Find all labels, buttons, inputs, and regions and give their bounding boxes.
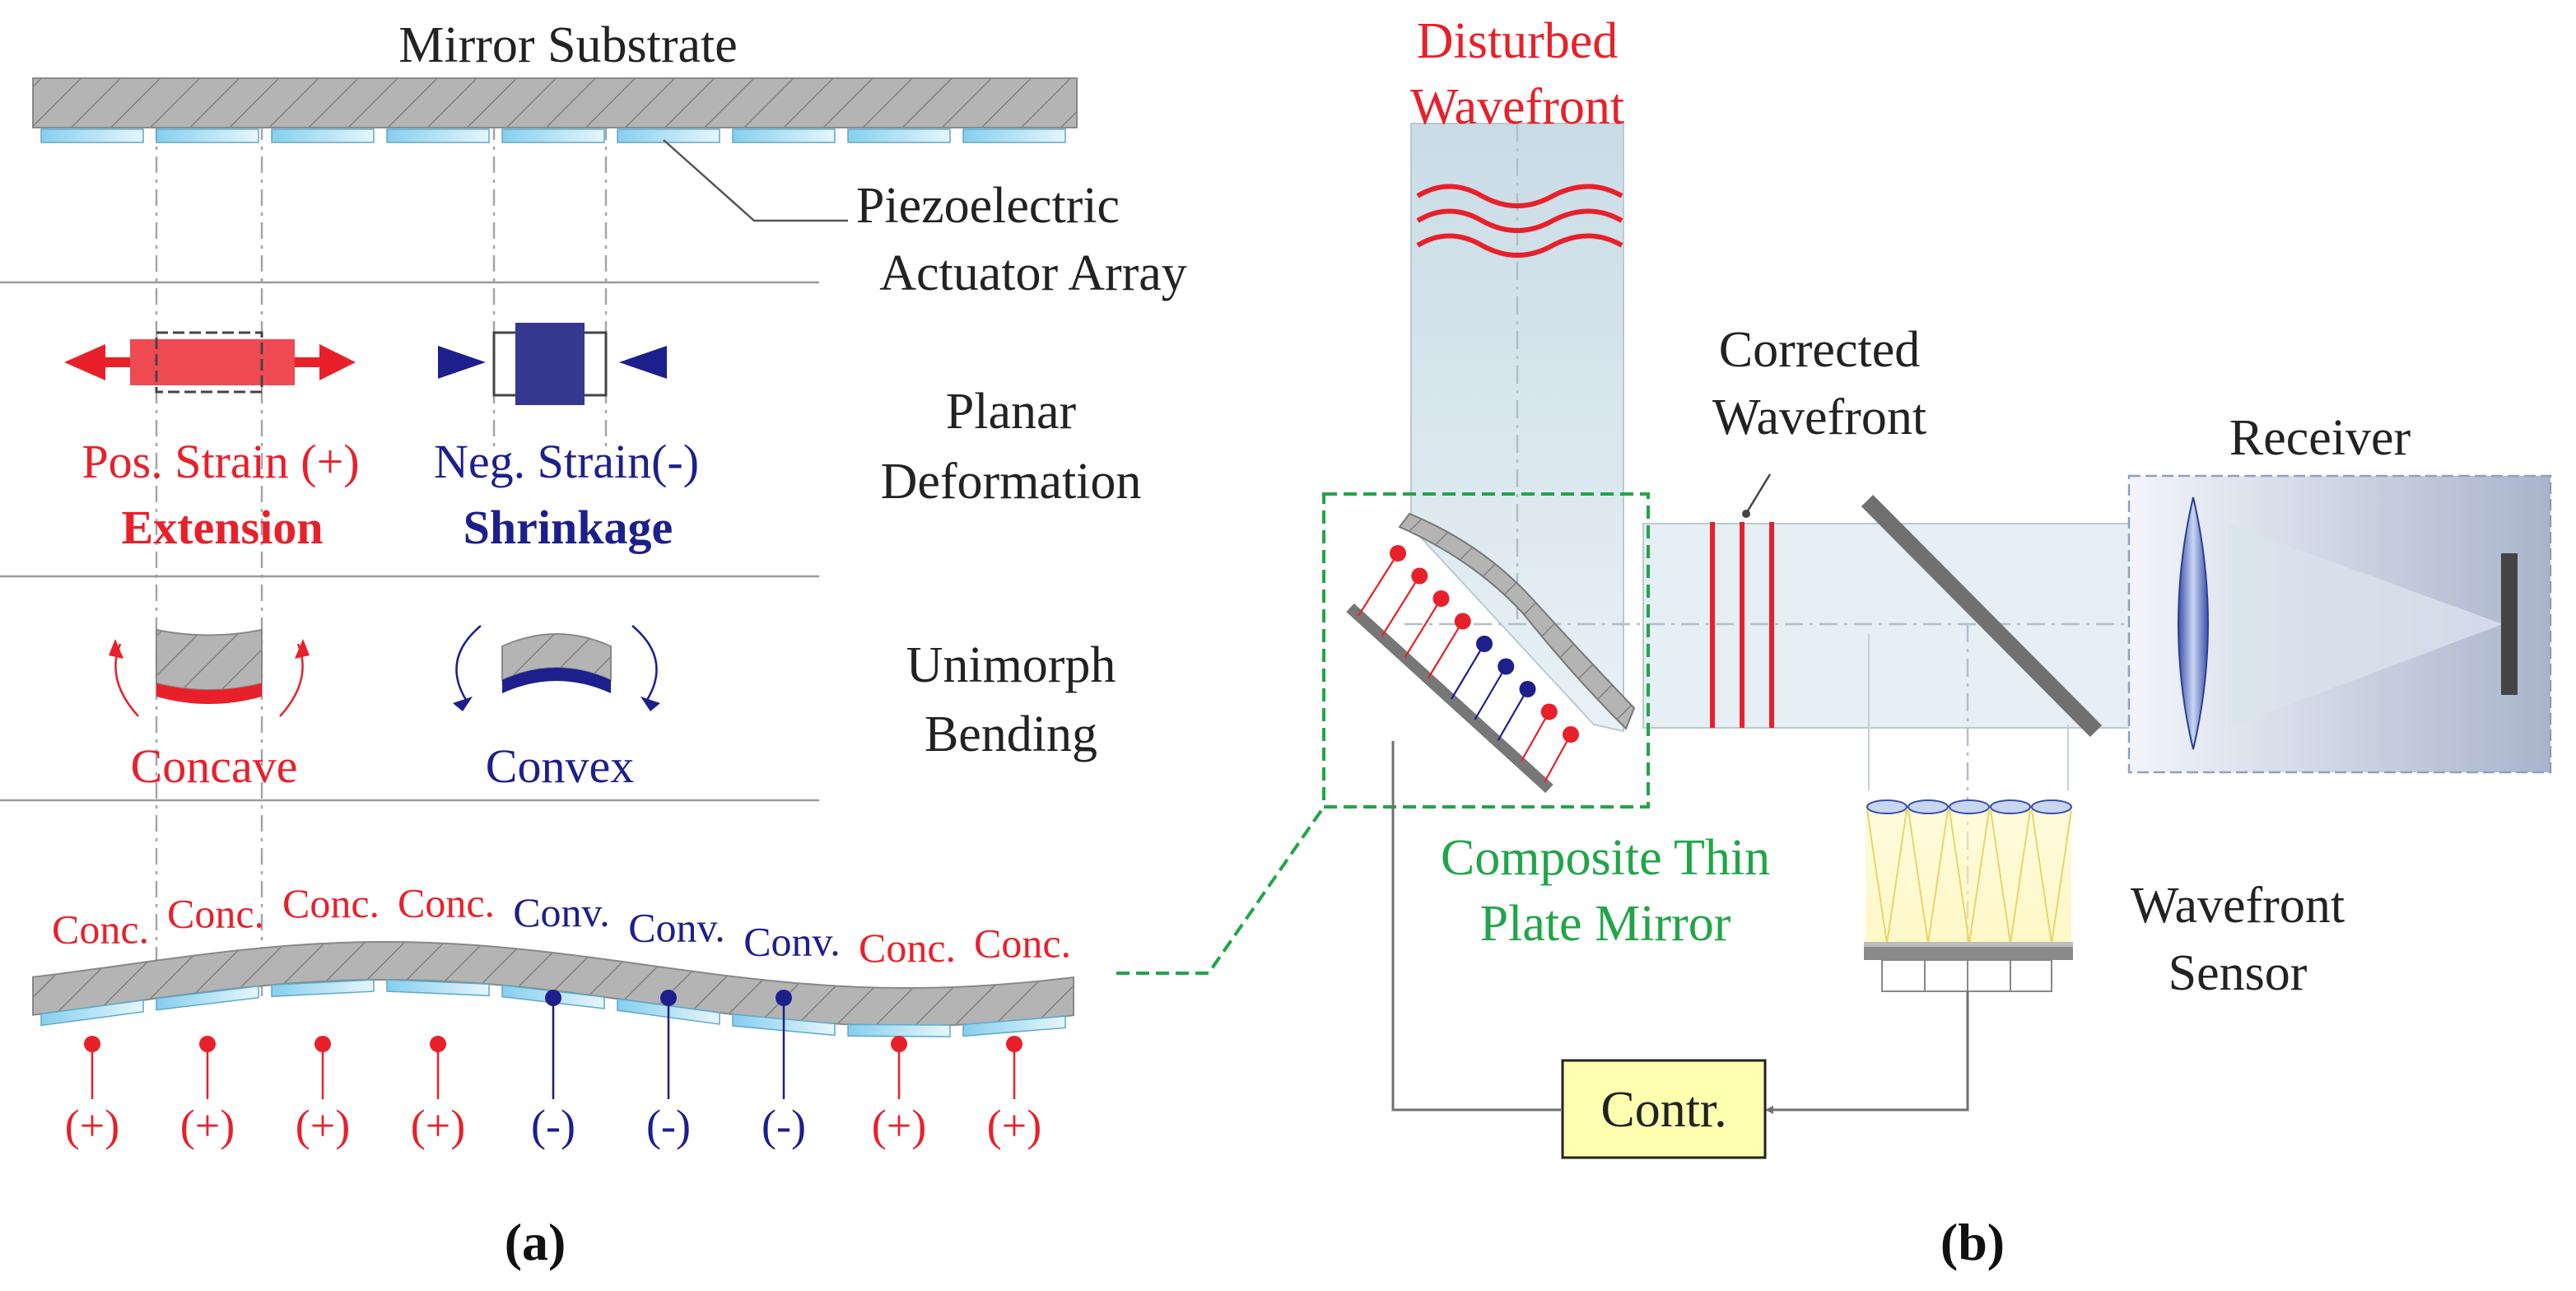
controller-label: Contr.	[1600, 1082, 1726, 1138]
bend-label: Conc.	[167, 891, 264, 937]
actuator-pad	[386, 128, 490, 143]
polarity-sign: (+)	[872, 1101, 926, 1150]
bend-label: Conc.	[859, 925, 956, 971]
actuator-pad	[617, 128, 720, 143]
actuator-pad	[962, 128, 1066, 143]
deformed-actuator-pad	[271, 979, 375, 998]
pos-strain-label: Pos. Strain (+)	[82, 435, 359, 488]
zoom-connector-line	[1116, 805, 1325, 975]
actuator-pad	[732, 128, 836, 143]
sensor-to-controller-line	[1765, 991, 1969, 1114]
bend-label: Conc.	[398, 879, 495, 925]
composite-label-line1: Composite Thin	[1441, 830, 1770, 886]
shrinkage-illustration	[438, 323, 667, 405]
mirror-substrate	[32, 77, 1078, 128]
planar-label-line1: Planar	[946, 384, 1077, 440]
corrected-leader-dot	[1742, 510, 1750, 518]
deformable-mirror	[1346, 512, 1636, 794]
receiver-focus-cone	[2228, 524, 2503, 728]
sensor-label-line2: Sensor	[2168, 945, 2308, 1001]
panel-b: Disturbed Wavefront Corrected Wavefront …	[1116, 13, 2552, 1271]
polarity-sign: (-)	[762, 1101, 806, 1150]
panel-a: Mirror Substrate Piezoelectric Actuator …	[0, 17, 1187, 1271]
piezo-leader-line	[663, 139, 848, 222]
corrected-label-line2: Wavefront	[1712, 389, 1926, 445]
dm-electrode-pins	[1358, 545, 1579, 783]
actuator-array	[40, 128, 1066, 143]
actuator-pad	[271, 128, 375, 143]
deformed-actuator-pad	[847, 1023, 951, 1037]
corrected-wavefront-lines	[1710, 522, 1774, 728]
receiver-detector	[2501, 553, 2518, 695]
polarity-sign: (+)	[296, 1101, 350, 1150]
actuator-pad	[847, 128, 951, 143]
beam-splitter	[1861, 494, 2103, 738]
disturbed-label-line2: Wavefront	[1410, 79, 1624, 135]
mirror-substrate-title: Mirror Substrate	[398, 17, 738, 73]
controller-to-dm-line	[1391, 741, 1561, 1112]
bend-label: Conv.	[628, 905, 725, 951]
unimorph-label-line1: Unimorph	[906, 637, 1116, 693]
electrode-pins	[84, 990, 1022, 1099]
bend-label: Conc.	[52, 906, 149, 952]
composite-label-line2: Plate Mirror	[1480, 896, 1731, 952]
planar-label-line2: Deformation	[881, 454, 1142, 510]
deformed-actuator-pad	[962, 1015, 1066, 1037]
corrected-label-line1: Corrected	[1719, 322, 1920, 378]
actuator-pad	[40, 128, 144, 143]
extension-illustration	[64, 331, 356, 394]
sensor-label-line1: Wavefront	[2131, 878, 2345, 934]
polarity-signs: (+) (+) (+) (+) (-) (-) (-) (+) (+)	[65, 1101, 1041, 1150]
polarity-sign: (+)	[987, 1101, 1041, 1150]
piezo-label-line2: Actuator Array	[879, 245, 1187, 301]
deformed-actuator-pad	[386, 979, 490, 997]
piezo-label-line1: Piezoelectric	[856, 178, 1120, 234]
shrinkage-label: Shrinkage	[463, 501, 673, 554]
polarity-sign: (-)	[646, 1101, 691, 1150]
bend-labels: Conc. Conc. Conc. Conc. Conv. Conv. Conv. Conc.…	[52, 879, 1071, 971]
controller-box	[1561, 1059, 1767, 1159]
unimorph-label-line2: Bending	[925, 706, 1097, 762]
panel-b-label: (b)	[1940, 1213, 2005, 1271]
corrected-leader	[1745, 473, 1772, 513]
bend-label: Conv.	[513, 889, 610, 935]
neg-strain-label: Neg. Strain(-)	[434, 435, 699, 488]
deformed-actuator-pad	[40, 999, 144, 1027]
disturbed-wavefront-lines	[1416, 184, 1623, 258]
bend-label: Conc.	[974, 920, 1071, 966]
receiver-label: Receiver	[2229, 410, 2411, 466]
bend-label: Conv.	[743, 919, 841, 965]
polarity-sign: (+)	[411, 1101, 465, 1150]
dm-zoom-box	[1322, 492, 1650, 809]
panel-a-label: (a)	[505, 1213, 566, 1271]
receiver-lens	[2178, 496, 2209, 750]
wavefront-sensor	[1864, 799, 2073, 992]
lenslet-array	[1866, 799, 2072, 944]
extension-label: Extension	[122, 501, 324, 554]
convex-illustration	[453, 625, 660, 711]
concave-label: Concave	[131, 739, 298, 793]
polarity-sign: (+)	[65, 1101, 119, 1150]
disturbed-label-line1: Disturbed	[1417, 13, 1619, 69]
deformed-substrate	[32, 941, 1074, 1027]
separators	[0, 281, 819, 802]
polarity-sign: (-)	[531, 1101, 575, 1150]
concave-illustration	[109, 628, 310, 717]
polarity-sign: (+)	[180, 1101, 235, 1150]
bend-label: Conc.	[282, 880, 380, 926]
guide-lines	[155, 124, 608, 996]
deformed-actuator-pad	[156, 985, 259, 1011]
actuator-pad	[501, 128, 605, 143]
convex-label: Convex	[486, 739, 634, 793]
actuator-pad	[156, 128, 259, 143]
